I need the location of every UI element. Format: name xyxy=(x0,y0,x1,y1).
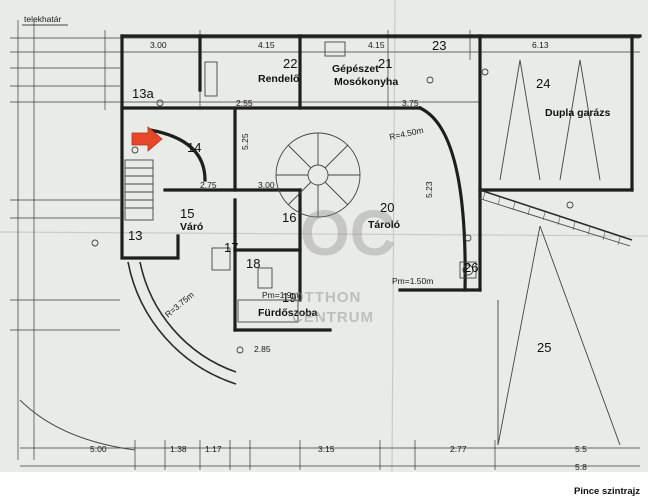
boiler-circle xyxy=(462,264,474,276)
dim-label: 4.15 xyxy=(258,40,275,50)
curved-wall-storage xyxy=(417,105,467,292)
room-name: Fürdőszoba xyxy=(258,307,318,319)
dim-label: 2.55 xyxy=(236,98,253,108)
room-name: Váró xyxy=(180,221,203,233)
room-number: 25 xyxy=(537,340,551,355)
room-number: 14 xyxy=(187,140,201,155)
curved-wall-hall xyxy=(148,128,207,182)
room-number: 13a xyxy=(132,86,154,101)
dim-label: 3.00 xyxy=(258,180,275,190)
room-number: 22 xyxy=(283,56,297,71)
headroom-label: Pm=1.9m xyxy=(262,290,299,300)
dim-label: 5.25 xyxy=(240,133,250,150)
room-number: 23 xyxy=(432,38,446,53)
room-name: Dupla garázs xyxy=(545,107,611,119)
paper-fold xyxy=(391,0,396,473)
dim-label: 2.85 xyxy=(254,344,271,354)
room-number: 21 xyxy=(378,56,392,71)
dim-label: 5.00 xyxy=(90,444,107,454)
window-symbols xyxy=(91,68,574,354)
room-number: 24 xyxy=(536,76,550,91)
room-number: 18 xyxy=(246,256,260,271)
dim-label: 2.75 xyxy=(200,180,217,190)
property-line-label: telekhatár xyxy=(24,14,61,24)
dim-label: 1.38 xyxy=(170,444,187,454)
room-number: 20 xyxy=(380,200,394,215)
dim-label: 3.15 xyxy=(318,444,335,454)
paper-sheet xyxy=(0,0,648,472)
garage-parking-marks xyxy=(499,59,601,181)
floor-plan-caption: Pince szintrajz xyxy=(574,486,640,497)
dim-label: 4.15 xyxy=(368,40,385,50)
toilet-fixture xyxy=(211,247,231,271)
bathtub-fixture xyxy=(237,299,299,323)
spiral-staircase xyxy=(275,132,361,218)
watermark: OC OTTHON CENTRUM xyxy=(292,197,396,326)
site-boundary-arc xyxy=(19,399,136,451)
dim-label: 5.23 xyxy=(424,181,434,198)
paper-fold xyxy=(0,231,648,237)
room-number: 16 xyxy=(282,210,296,225)
room-name: Rendelő xyxy=(258,73,299,85)
straight-staircase xyxy=(124,159,154,221)
consulting-room-cabinet xyxy=(204,61,218,97)
garage-ramp-hatch xyxy=(482,191,621,246)
boiler-box xyxy=(459,261,477,279)
watermark-logo-letters: OC xyxy=(300,197,396,269)
room-name: Tároló xyxy=(368,219,400,231)
room-number: 26 xyxy=(464,260,478,275)
garage-ramp xyxy=(477,189,633,446)
dim-label: 3.00 xyxy=(150,40,167,50)
washbasin-fixture xyxy=(257,267,273,289)
room-number: 19 xyxy=(282,290,296,305)
dim-label: 5.8 xyxy=(575,462,587,472)
room-number: 13 xyxy=(128,228,142,243)
room-name: Gépészet Mosókonyha xyxy=(332,63,398,88)
left-dimension-lines xyxy=(10,20,120,460)
dim-label: 1.17 xyxy=(205,444,222,454)
curved-wall-inner-arc xyxy=(139,261,237,373)
room-number: 15 xyxy=(180,206,194,221)
outer-walls xyxy=(120,34,642,332)
dim-label: 5.5 xyxy=(575,444,587,454)
utility-appliance xyxy=(324,41,346,57)
dim-label: 2.77 xyxy=(450,444,467,454)
entrance-arrow-icon xyxy=(131,126,163,152)
curved-wall-outer-arc xyxy=(127,261,237,385)
dim-label: 6.13 xyxy=(532,40,549,50)
watermark-line-2: CENTRUM xyxy=(292,309,374,326)
dim-label: 3.75 xyxy=(402,98,419,108)
room-number: 17 xyxy=(224,240,238,255)
headroom-label: Pm=1.50m xyxy=(392,276,433,286)
watermark-line-1: OTTHON xyxy=(292,289,361,306)
